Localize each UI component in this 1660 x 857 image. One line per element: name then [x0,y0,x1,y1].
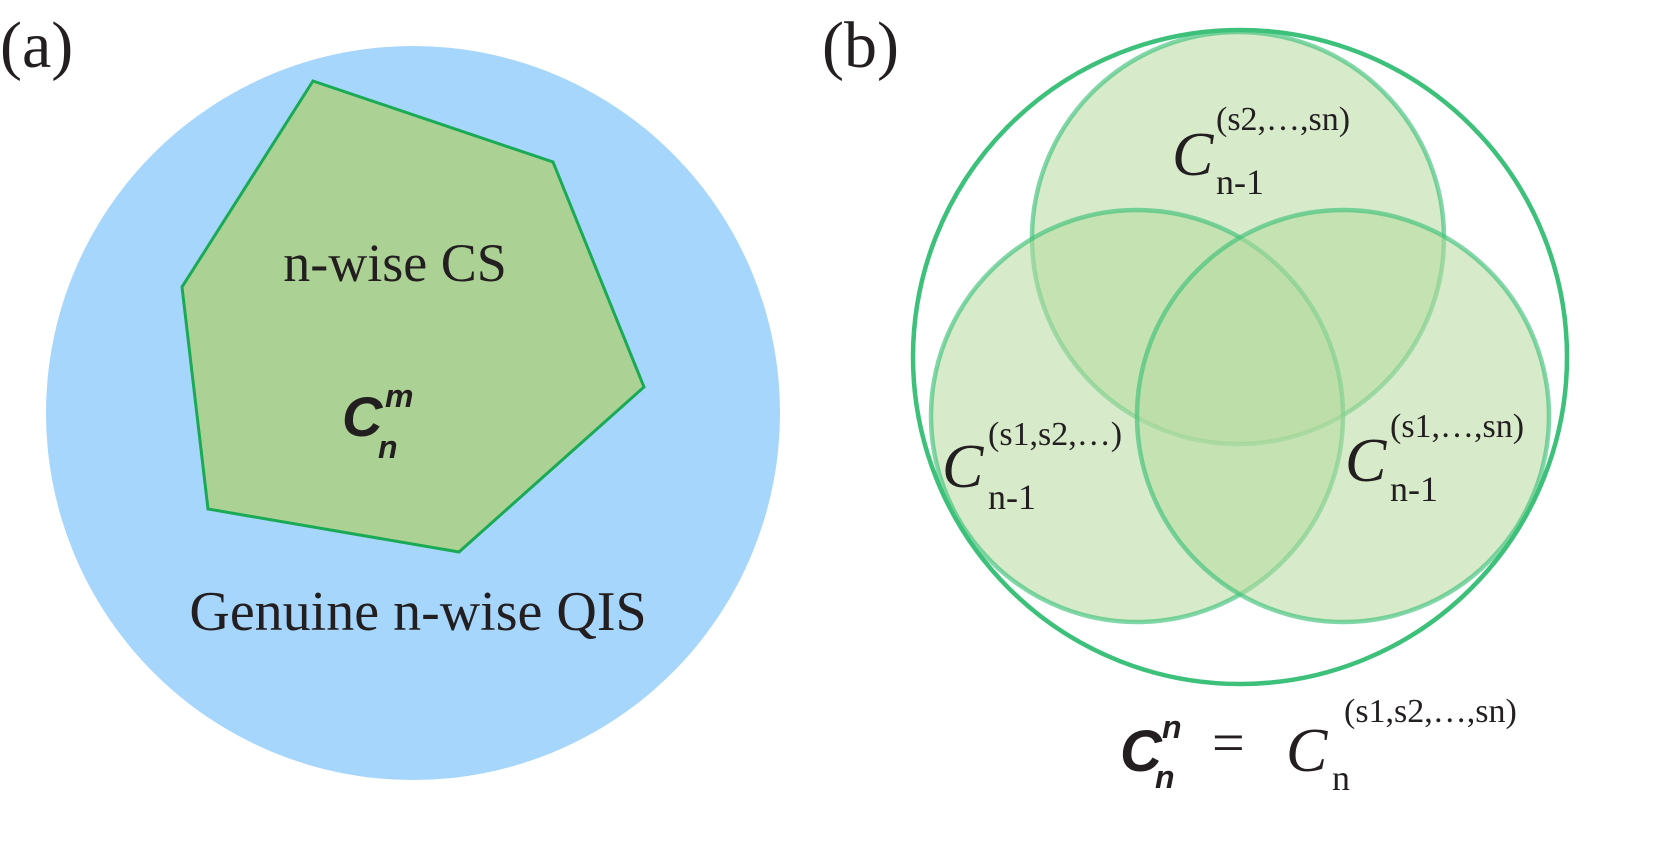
outer-region-label: Genuine n-wise QIS [189,581,646,643]
eq-rhs-base: C [1286,717,1328,785]
cnm-sub: n [378,429,398,465]
right-circle-label: C (s1,…,sn) n-1 [1345,408,1524,509]
cs-polygon-region [180,79,646,554]
right-label-base: C [1345,427,1387,495]
eq-lhs-base: C [1120,719,1163,784]
top-label-sup: (s2,…,sn) [1216,101,1350,138]
left-label-sup: (s1,s2,…) [988,416,1122,453]
left-label-base: C [942,433,984,501]
cnm-base: C [342,385,384,448]
top-label-sub: n-1 [1216,162,1264,202]
eq-lhs-sub: n [1155,759,1175,795]
panel-a-label: (a) [0,9,73,82]
top-label-base: C [1172,121,1214,189]
panel-b-label: (b) [822,9,899,82]
inner-region-label: n-wise CS [283,233,507,293]
top-circle-label: C (s2,…,sn) n-1 [1172,101,1350,202]
left-circle-label: C (s1,s2,…) n-1 [942,416,1122,517]
right-label-sup: (s1,…,sn) [1390,408,1524,445]
right-circle [1134,207,1552,625]
left-label-sub: n-1 [988,477,1036,517]
eq-rhs-sub: n [1332,758,1350,798]
cnm-sup: m [385,378,413,414]
eq-equals: = [1212,710,1245,775]
cnm-symbol: C m n [342,378,413,465]
right-label-sub: n-1 [1390,469,1438,509]
bottom-equation: C n n = C (s1,s2,…,sn) n [1120,693,1517,798]
eq-rhs-sup: (s1,s2,…,sn) [1344,693,1517,730]
eq-lhs-sup: n [1162,709,1182,745]
